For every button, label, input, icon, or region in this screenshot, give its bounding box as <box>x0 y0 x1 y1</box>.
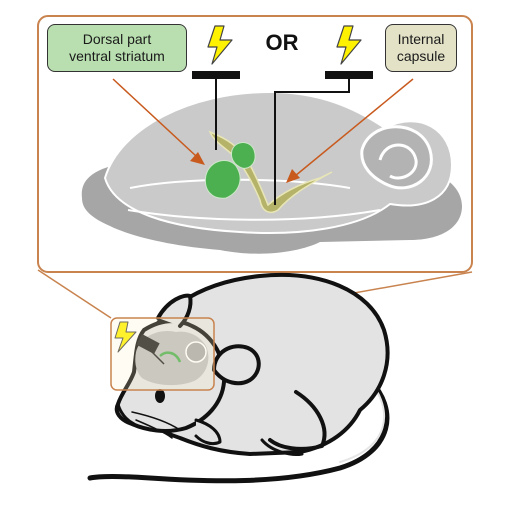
mini-cerebellum <box>185 341 207 363</box>
mouse-front-paw <box>194 418 222 446</box>
mouse-tail <box>87 375 390 484</box>
arrow-to-capsule <box>294 78 414 177</box>
striatum-shape <box>204 160 241 199</box>
mini-striatum <box>159 351 182 363</box>
arrowhead <box>190 152 205 165</box>
dorsal-striatum-label: Dorsal part ventral striatum <box>47 24 187 72</box>
mouse-electrode-wire <box>149 349 165 365</box>
lightning-bolt-icon <box>207 25 233 65</box>
zoom-line-left <box>37 269 112 319</box>
brain-contour-lower <box>127 209 381 221</box>
electrode-wire <box>274 79 350 205</box>
lightning-bolt-icon <box>336 25 362 65</box>
electrode-icon <box>325 71 373 79</box>
dorsal-label-line-2: ventral striatum <box>69 48 165 64</box>
mouse-electrode-icon <box>136 334 160 354</box>
mouse-ear <box>212 344 261 386</box>
striatum-shape-upper <box>231 142 256 169</box>
mouse-eye <box>155 389 165 403</box>
dorsal-label-line-1: Dorsal part <box>82 31 152 47</box>
capsule-label-line-1: Internal <box>397 31 445 47</box>
small-inset-frame <box>110 317 215 391</box>
mouse-hind-foot <box>260 438 304 456</box>
mini-lightning-bolt-icon <box>114 321 137 353</box>
mouse-hind-leg <box>268 390 327 451</box>
arrowhead <box>286 169 300 183</box>
cortex-region <box>103 90 454 234</box>
or-label: OR <box>265 30 299 55</box>
electrode-icon <box>192 71 240 79</box>
internal-capsule-label: Internal capsule <box>385 24 457 72</box>
cerebellum-region <box>360 125 433 190</box>
arrow-to-striatum <box>112 78 197 157</box>
capsule-label-line-2: capsule <box>396 48 446 64</box>
mouse-snout <box>116 402 136 426</box>
mouse-whiskers <box>131 411 181 439</box>
cerebellum-fold <box>378 143 418 180</box>
